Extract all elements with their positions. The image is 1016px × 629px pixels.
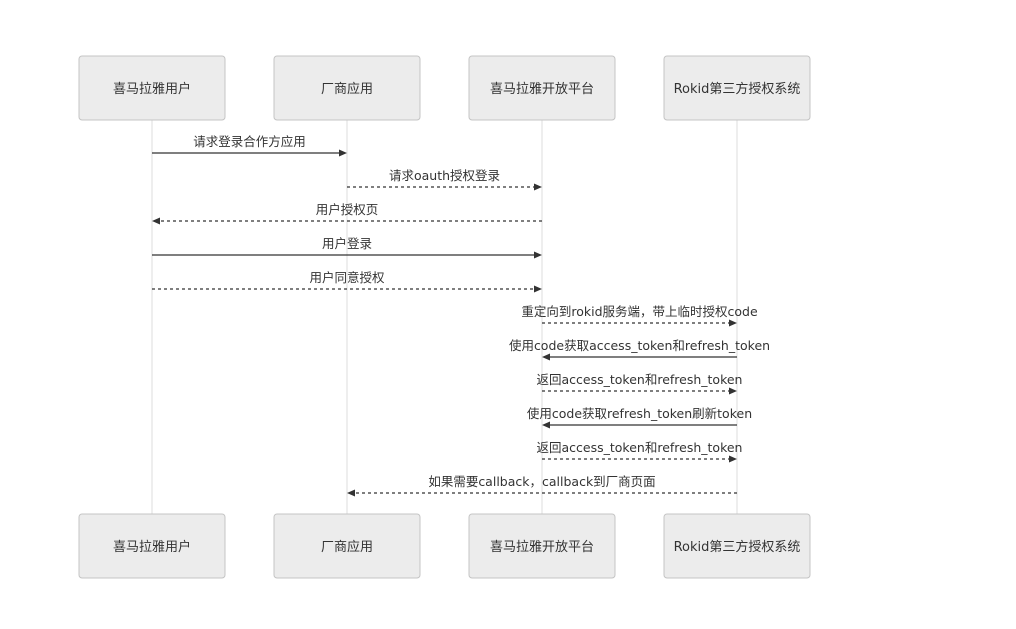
arrow-head-icon (339, 149, 347, 157)
message-1: 请求登录合作方应用 (152, 134, 347, 157)
message-5: 用户同意授权 (152, 270, 542, 293)
actor-label: 喜马拉雅用户 (113, 539, 191, 555)
arrow-head-icon (152, 217, 160, 225)
message-label: 如果需要callback，callback到厂商页面 (428, 474, 655, 489)
arrow-head-icon (534, 285, 542, 293)
message-8: 返回access_token和refresh_token (537, 372, 743, 395)
message-label: 返回access_token和refresh_token (537, 372, 743, 387)
message-label: 用户登录 (322, 236, 372, 251)
actor-label: 厂商应用 (321, 539, 373, 555)
message-7: 使用code获取access_token和refresh_token (509, 338, 770, 361)
message-label: 返回access_token和refresh_token (537, 440, 743, 455)
arrow-head-icon (534, 183, 542, 191)
arrow-head-icon (534, 251, 542, 259)
message-9: 使用code获取refresh_token刷新token (527, 406, 752, 429)
message-label: 用户授权页 (316, 202, 379, 217)
actor-bottom-vendor: 厂商应用 (273, 513, 421, 579)
actor-label: Rokid第三方授权系统 (674, 539, 801, 555)
arrow-head-icon (542, 353, 550, 361)
message-label: 使用code获取access_token和refresh_token (509, 338, 770, 353)
actor-bottom-platform: 喜马拉雅开放平台 (468, 513, 616, 579)
arrow-head-icon (729, 387, 737, 395)
message-label: 用户同意授权 (309, 270, 385, 285)
arrow-head-icon (729, 319, 737, 327)
message-label: 使用code获取refresh_token刷新token (527, 406, 752, 421)
actor-box (468, 55, 616, 121)
message-10: 返回access_token和refresh_token (537, 440, 743, 463)
actor-box (273, 55, 421, 121)
message-label: 重定向到rokid服务端，带上临时授权code (521, 304, 758, 319)
arrow-head-icon (542, 421, 550, 429)
message-label: 请求oauth授权登录 (389, 168, 500, 183)
actor-label: 喜马拉雅开放平台 (490, 82, 594, 97)
actor-top-vendor: 厂商应用 (273, 55, 421, 121)
message-11: 如果需要callback，callback到厂商页面 (347, 474, 737, 497)
actor-box (78, 55, 226, 121)
message-3: 用户授权页 (152, 202, 542, 225)
message-6: 重定向到rokid服务端，带上临时授权code (521, 304, 758, 327)
actor-label: 厂商应用 (321, 81, 373, 97)
actor-top-platform: 喜马拉雅开放平台 (468, 55, 616, 121)
actor-label: 喜马拉雅用户 (113, 81, 191, 97)
actor-bottom-user: 喜马拉雅用户 (78, 513, 226, 579)
actor-bottom-rokid: Rokid第三方授权系统 (663, 513, 811, 579)
actor-top-rokid: Rokid第三方授权系统 (663, 55, 811, 121)
actor-box (663, 513, 811, 579)
actor-label: 喜马拉雅开放平台 (490, 540, 594, 555)
actor-box (273, 513, 421, 579)
actor-box (663, 55, 811, 121)
actor-label: Rokid第三方授权系统 (674, 81, 801, 97)
message-label: 请求登录合作方应用 (193, 134, 306, 149)
actor-box (78, 513, 226, 579)
message-2: 请求oauth授权登录 (347, 168, 542, 191)
arrow-head-icon (347, 489, 355, 497)
actor-box (468, 513, 616, 579)
message-4: 用户登录 (152, 236, 542, 259)
actor-top-user: 喜马拉雅用户 (78, 55, 226, 121)
arrow-head-icon (729, 455, 737, 463)
